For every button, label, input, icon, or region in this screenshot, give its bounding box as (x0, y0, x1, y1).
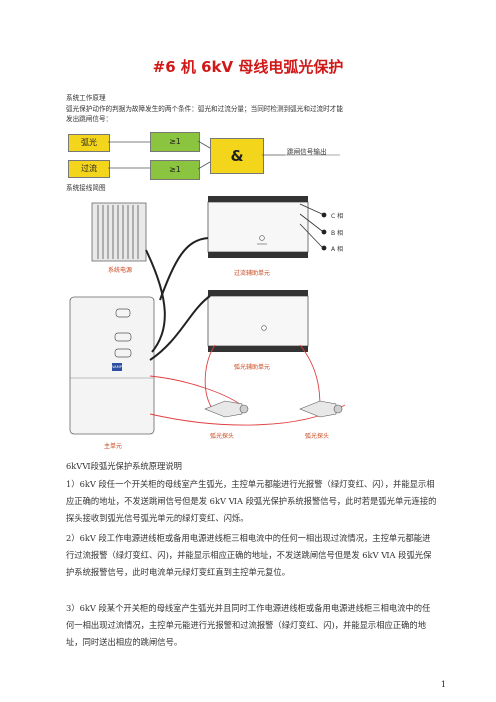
principle-text-1: 弧光保护动作的判据为故障发生的两个条件：弧光和过流分量；当同时检测到弧光和过流时… (66, 105, 343, 113)
description-heading: 6kVⅥ段弧光保护系统原理说明 (66, 461, 182, 471)
phase-wires (299, 203, 323, 248)
phase-c-label: C 相 (331, 213, 344, 220)
page-number: 1 (440, 680, 446, 689)
arc-sensor-1-label: 弧光探头 (210, 433, 235, 440)
vamp-logo: VAMP (112, 365, 122, 369)
power-supply-unit (91, 202, 147, 262)
main-unit-device (69, 296, 155, 435)
arc-unit-label: 弧光辅助单元 (234, 364, 271, 371)
arc-unit-device (207, 290, 309, 352)
power-supply-label: 系统电源 (108, 267, 133, 274)
arc-input-box: 弧光 (68, 134, 110, 152)
phase-a-label: A 相 (331, 246, 344, 253)
trip-output-label: 跳闸信号输出 (287, 148, 327, 156)
wiring-heading: 系统接线简图 (66, 184, 106, 192)
description-paragraph-1: 1）6kV 段任一个开关柜的母线室产生弧光，主控单元都能进行光报警（绿灯变红、闪… (66, 479, 437, 523)
principle-text-2: 发出跳闸信号： (66, 115, 113, 123)
principle-heading: 系统工作原理 (66, 94, 106, 102)
or-gate-2: ≥1 (150, 160, 200, 180)
main-unit-label: 主单元 (104, 443, 123, 450)
and-gate: & (210, 138, 264, 174)
overcurrent-unit-label: 过流辅助单元 (234, 270, 271, 277)
description-paragraph-2: 2）6kV 段工作电源进线柜或备用电源进线柜三相电流中的任何一相出现过流情况，主… (66, 533, 432, 577)
arc-sensor-2-label: 弧光探头 (305, 433, 330, 440)
overcurrent-input-box: 过流 (68, 160, 110, 178)
overcurrent-unit-device (207, 196, 309, 258)
arc-sensor-1-device (204, 400, 249, 418)
page-title: #6 机 6kV 母线电弧光保护 (152, 58, 344, 76)
or-gate-1: ≥1 (150, 132, 200, 152)
phase-b-label: B 相 (331, 230, 344, 237)
arc-sensor-2-device (299, 400, 343, 418)
description-paragraph-3: 3）6kV 段某个开关柜的母线室产生弧光并且同时工作电源进线柜或备用电源进线柜三… (66, 603, 431, 647)
